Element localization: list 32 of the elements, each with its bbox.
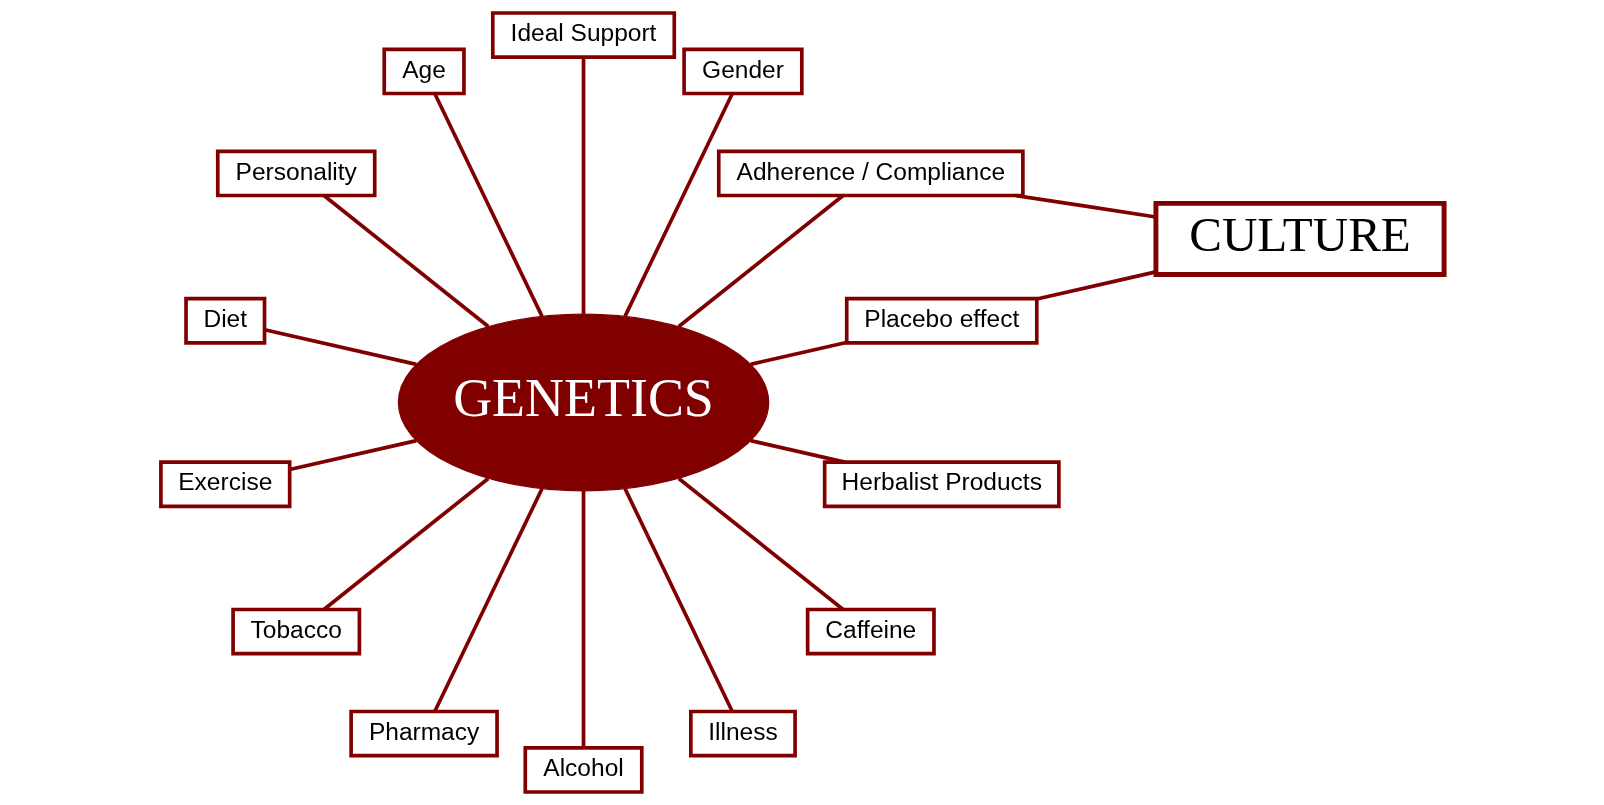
node-box: Illness — [688, 709, 797, 758]
connector — [749, 438, 845, 464]
node-box: CULTURE — [1152, 200, 1447, 277]
connector — [622, 487, 734, 712]
node-box: Herbalist Products — [822, 460, 1061, 509]
node-box: Gender — [681, 47, 804, 96]
connector — [581, 57, 585, 314]
connector — [1035, 270, 1156, 301]
connector — [322, 477, 489, 611]
node-box: Personality — [215, 149, 377, 198]
connector — [581, 491, 585, 748]
node-box: Adherence / Compliance — [716, 149, 1025, 198]
node-box: Tobacco — [230, 607, 361, 656]
connector — [432, 487, 544, 712]
connector — [677, 477, 844, 611]
connector — [263, 327, 417, 367]
node-box: Age — [381, 47, 466, 96]
connector — [1014, 193, 1156, 219]
node-box: Exercise — [158, 460, 291, 509]
node-box: Ideal Support — [490, 11, 676, 59]
node-ellipse: GENETICS — [397, 313, 769, 492]
node-box: Diet — [183, 296, 266, 345]
node-box: Pharmacy — [348, 709, 499, 758]
connector — [322, 194, 489, 328]
connector — [622, 93, 734, 318]
connector — [432, 93, 544, 318]
node-box: Alcohol — [522, 746, 644, 794]
node-box: Caffeine — [805, 607, 936, 656]
connector — [288, 438, 417, 472]
node-box: Placebo effect — [844, 296, 1039, 345]
connector — [749, 340, 847, 367]
connector — [677, 194, 844, 328]
